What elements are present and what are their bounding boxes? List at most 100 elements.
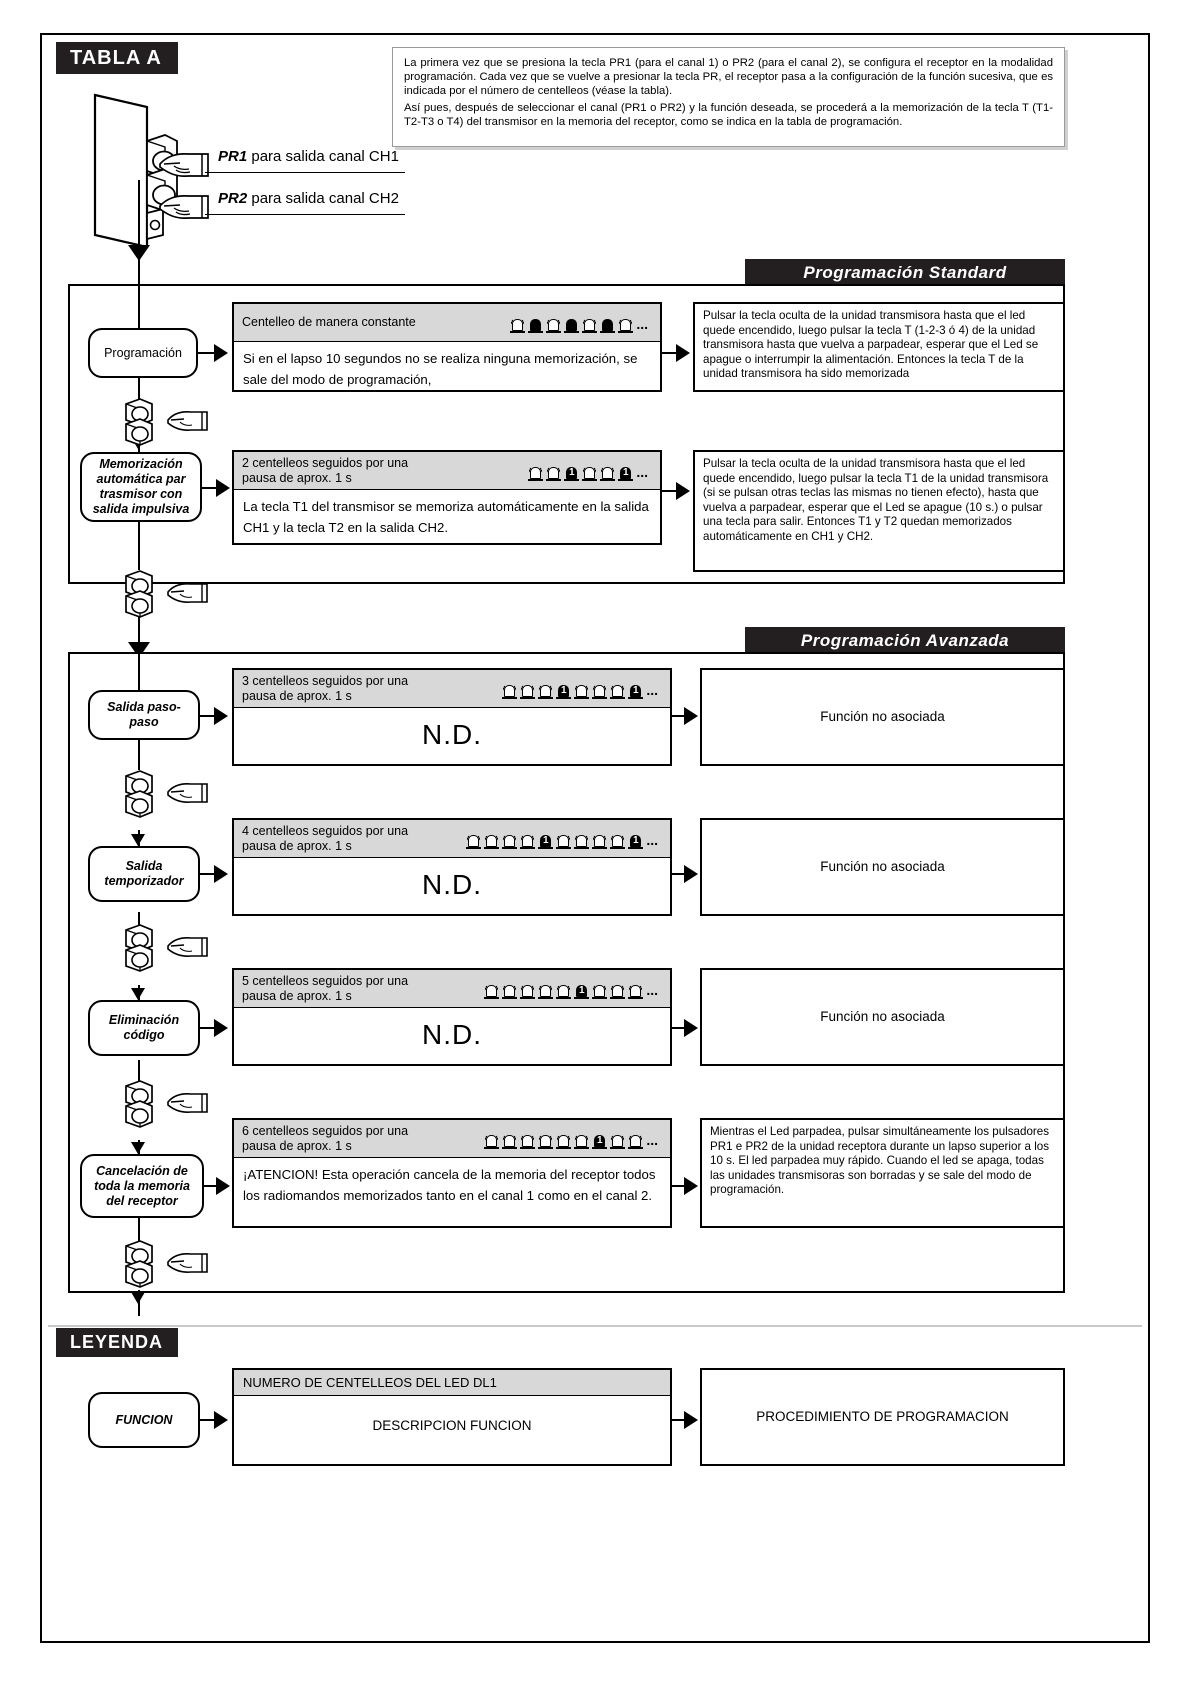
led-blink-icon [528, 460, 544, 482]
pointing-hand-icon-pr2 [159, 195, 209, 219]
pushbutton-icon-step3 [125, 770, 153, 818]
std-trunk-4 [138, 510, 140, 570]
function-bubble-salida-temporizador: Salida temporizador [88, 846, 200, 902]
led-blink-icon [574, 678, 590, 700]
function-label: Cancelación de toda la memoria del recep… [94, 1163, 190, 1208]
description-text: N.D. [422, 1019, 482, 1050]
adv-arrow-row4 [131, 834, 145, 846]
led-pause-icon: 1 [592, 1128, 608, 1150]
adv-trunk-6 [138, 1060, 140, 1090]
description-text: Si en el lapso 10 segundos no se realiza… [243, 351, 638, 387]
description-panel-row5: 5 centelleos seguidos por una pausa de a… [232, 968, 672, 1066]
row5-arrow-stem-2 [672, 1027, 686, 1029]
led-blink-icon [520, 978, 536, 1000]
blink-label: 3 centelleos seguidos por una pausa de a… [242, 673, 409, 703]
row1-arrow-stem-2 [662, 352, 678, 354]
blink-label: 6 centelleos seguidos por una pausa de a… [242, 1123, 409, 1153]
led-blink-icon [556, 1128, 572, 1150]
legend-function-bubble: FUNCION [88, 1392, 200, 1448]
description-text: La tecla T1 del transmisor se memoriza a… [243, 499, 649, 535]
pr2-text: para salida canal CH2 [247, 190, 399, 207]
adv-trunk-2 [138, 740, 140, 770]
row3-arrow-stem [200, 715, 216, 717]
row2-arrow-head-2 [676, 482, 690, 500]
led-sequence-row1: ... [510, 312, 652, 334]
function-label: Salida temporizador [104, 859, 184, 888]
led-blink-icon [556, 978, 572, 1000]
intro-paragraph-1: La primera vez que se presiona la tecla … [404, 57, 1053, 98]
led-pause-icon: 1 [628, 678, 644, 700]
led-blink-icon [538, 678, 554, 700]
blink-header-row4: 4 centelleos seguidos por una pausa de a… [234, 820, 670, 858]
adv-arrow-row6 [131, 1142, 145, 1154]
description-text: N.D. [422, 869, 482, 900]
blink-header-row2: 2 centelleos seguidos por una pausa de a… [234, 452, 660, 490]
description-panel-row2: 2 centelleos seguidos por una pausa de a… [232, 450, 662, 545]
function-bubble-cancelacion-memoria: Cancelación de toda la memoria del recep… [80, 1154, 204, 1218]
blink-label: 2 centelleos seguidos por una pausa de a… [242, 455, 409, 485]
led-pause-icon [600, 312, 616, 334]
blink-header-row6: 6 centelleos seguidos por una pausa de a… [234, 1120, 670, 1158]
row3-arrow-head-2 [684, 707, 698, 725]
procedure-panel-row2: Pulsar la tecla oculta de la unidad tran… [693, 450, 1065, 572]
led-blink-icon [618, 312, 634, 334]
legend-description-panel: NUMERO DE CENTELLEOS DEL LED DL1 DESCRIP… [232, 1368, 672, 1466]
leyenda-tab: LEYENDA [56, 1328, 178, 1357]
row4-arrow-stem [200, 873, 216, 875]
pr2-code: PR2 [218, 190, 248, 207]
pointing-hand-icon-step1 [167, 411, 208, 431]
pointing-hand-icon-pr1 [159, 153, 209, 177]
function-bubble-memorizacion: Memorización automática par trasmisor co… [80, 452, 202, 522]
led-blink-icon [502, 828, 518, 850]
ellipsis: ... [636, 463, 648, 480]
row2-arrow-stem [202, 487, 218, 489]
led-pause-icon: 1 [564, 460, 580, 482]
led-blink-icon [484, 1128, 500, 1150]
blink-label: 4 centelleos seguidos por una pausa de a… [242, 823, 409, 853]
led-blink-icon [538, 978, 554, 1000]
advanced-section-band: Programación Avanzada [745, 627, 1065, 654]
blink-header-row3: 3 centelleos seguidos por una pausa de a… [234, 670, 670, 708]
row3-arrow-head [214, 707, 228, 725]
row6-arrow-stem [204, 1185, 218, 1187]
row4-arrow-head-2 [684, 865, 698, 883]
led-blink-icon [592, 828, 608, 850]
row1-arrow-stem [198, 352, 216, 354]
row4-arrow-stem-2 [672, 873, 686, 875]
led-blink-icon [628, 1128, 644, 1150]
leyenda-divider [48, 1325, 1142, 1327]
led-pause-icon: 1 [628, 828, 644, 850]
led-pause-icon [564, 312, 580, 334]
led-blink-icon [502, 678, 518, 700]
ellipsis: ... [636, 315, 648, 332]
pointing-hand-icon-step2 [167, 583, 208, 603]
legend-body-text: DESCRIPCION FUNCION [372, 1418, 532, 1433]
adv-trunk-in [138, 596, 140, 656]
row5-arrow-head [214, 1019, 228, 1037]
function-label: Eliminación código [108, 1013, 180, 1042]
pr1-underline [205, 172, 405, 173]
row5-arrow-head-2 [684, 1019, 698, 1037]
led-blink-icon [502, 1128, 518, 1150]
led-blink-icon [574, 1128, 590, 1150]
led-blink-icon [610, 1128, 626, 1150]
adv-arrow-end [131, 1292, 145, 1304]
pointing-hand-icon-step4 [167, 937, 208, 957]
ellipsis: ... [646, 1131, 658, 1148]
led-blink-icon [628, 978, 644, 1000]
description-panel-row4: 4 centelleos seguidos por una pausa de a… [232, 818, 672, 916]
led-sequence-row6: 1... [484, 1128, 662, 1150]
led-blink-icon [574, 828, 590, 850]
function-label: Salida paso-paso [107, 700, 181, 729]
led-pause-icon: 1 [538, 828, 554, 850]
function-bubble-salida-paso-paso: Salida paso-paso [88, 690, 200, 740]
function-label: Programación [104, 345, 182, 360]
led-blink-icon [466, 828, 482, 850]
led-pause-icon: 1 [618, 460, 634, 482]
pushbutton-icon-step6 [125, 1240, 153, 1288]
blink-header-row5: 5 centelleos seguidos por una pausa de a… [234, 970, 670, 1008]
led-blink-icon [582, 460, 598, 482]
flow-line-main [138, 248, 140, 284]
adv-trunk-1 [138, 654, 140, 690]
